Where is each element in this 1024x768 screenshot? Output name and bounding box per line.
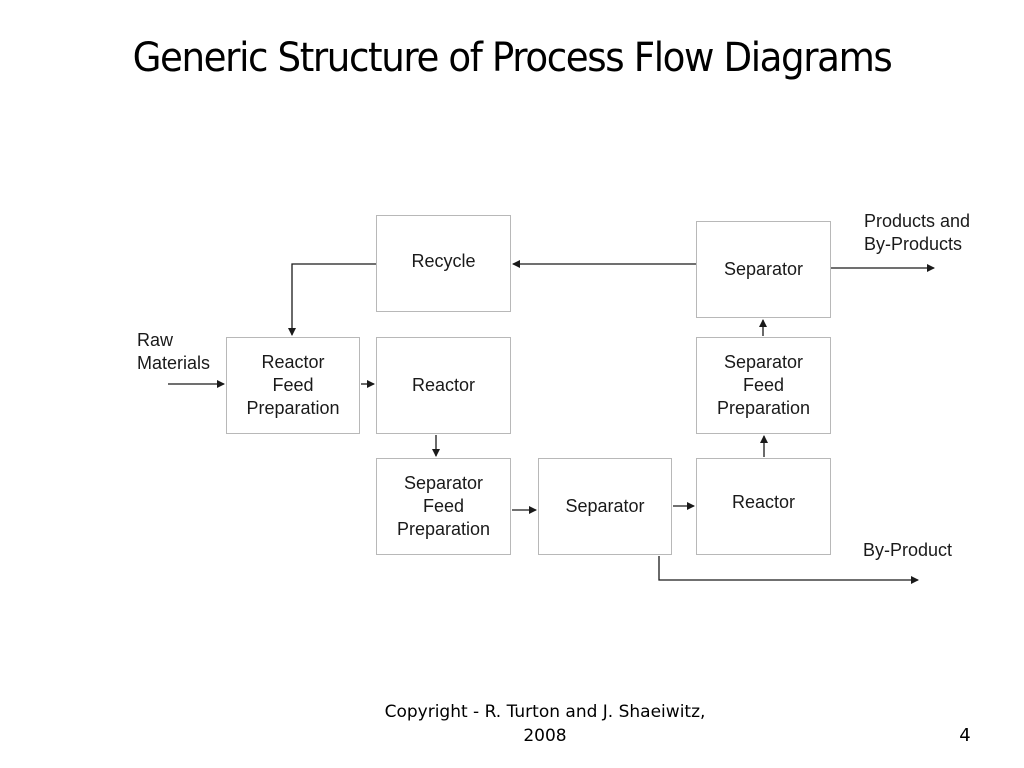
label-by-product: By-Product bbox=[863, 540, 953, 560]
box-separator-2: Separator bbox=[696, 221, 831, 318]
box-separator-feed-preparation-2: Separator Feed Preparation bbox=[696, 337, 831, 434]
box-reactor-feed-preparation: Reactor Feed Preparation bbox=[226, 337, 360, 434]
box-separator-feed-preparation-1: Separator Feed Preparation bbox=[376, 458, 511, 555]
arrow-by-product-out bbox=[658, 556, 919, 584]
box-reactor-1: Reactor bbox=[376, 337, 511, 434]
box-recycle: Recycle bbox=[376, 215, 511, 312]
box-separator-1: Separator bbox=[538, 458, 672, 555]
slide-title: Generic Structure of Process Flow Diagra… bbox=[132, 35, 893, 81]
box-reactor-2: Reactor bbox=[696, 458, 831, 555]
page-number: 4 bbox=[959, 725, 971, 746]
arrow-recycle-to-feed-prep bbox=[288, 263, 376, 336]
label-products-and-by-products: Products and By-Products bbox=[864, 211, 971, 254]
label-raw-materials: Raw Materials bbox=[137, 330, 211, 373]
footer-copyright: Copyright - R. Turton and J. Shaeiwitz, … bbox=[384, 702, 706, 746]
